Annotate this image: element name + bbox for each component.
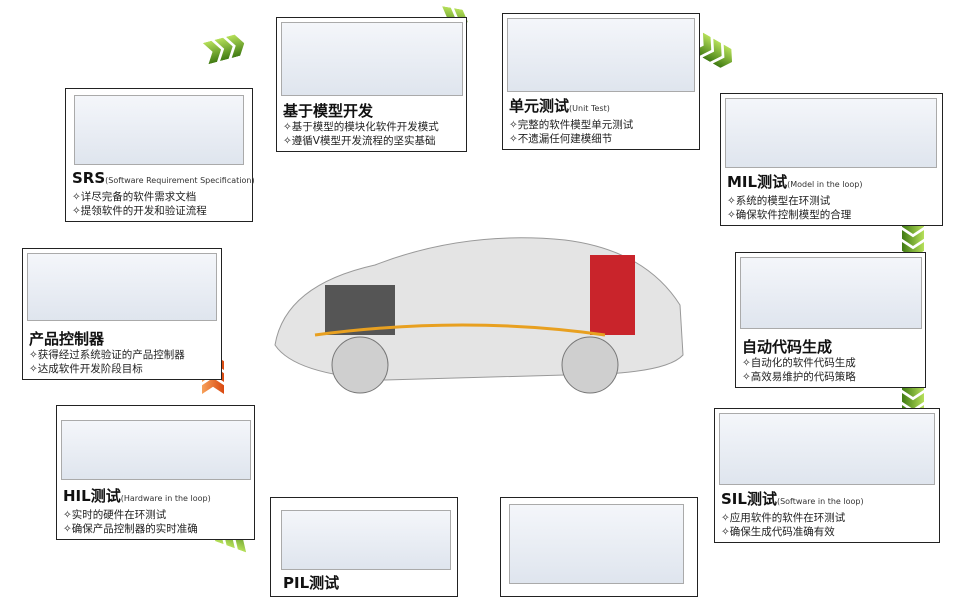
integration-card (500, 497, 698, 597)
card-line: ✧详尽完备的软件需求文档 (72, 191, 197, 203)
card-line: ✧自动化的软件代码生成 (742, 357, 856, 369)
autocode-card: 自动代码生成 ✧自动化的软件代码生成 ✧高效易维护的代码策略 (735, 252, 926, 388)
card-line: ✧高效易维护的代码策略 (742, 371, 856, 383)
card-line: ✧遵循V模型开发流程的坚实基础 (283, 135, 436, 147)
card-title: 单元测试 (509, 97, 570, 115)
controller-image (27, 253, 217, 321)
card-line: ✧确保生成代码准确有效 (721, 526, 835, 538)
hil-image (61, 420, 251, 480)
hil-card: HIL测试(Hardware in the loop) ✧实时的硬件在环测试 ✧… (56, 405, 255, 540)
card-subtitle: (Software in the loop) (776, 497, 864, 506)
card-line: ✧确保产品控制器的实时准确 (63, 523, 198, 535)
card-line: ✧系统的模型在环测试 (727, 195, 831, 207)
card-title: MIL测试 (727, 173, 788, 191)
card-title: SIL测试 (721, 490, 777, 508)
mil-card: MIL测试(Model in the loop) ✧系统的模型在环测试 ✧确保软… (720, 93, 943, 226)
card-title: 产品控制器 (29, 330, 105, 348)
card-title: SRS (72, 169, 106, 187)
card-line: ✧完整的软件模型单元测试 (509, 119, 634, 131)
chevron-arrow-icon (203, 34, 243, 65)
card-line: ✧基于模型的模块化软件开发模式 (283, 121, 439, 133)
sil-card: SIL测试(Software in the loop) ✧应用软件的软件在环测试… (714, 408, 940, 543)
card-title: PIL测试 (283, 574, 340, 592)
srs-image (74, 95, 244, 165)
card-subtitle: (Software Requirement Specification) (105, 176, 255, 185)
product-controller-card: 产品控制器 ✧获得经过系统验证的产品控制器 ✧达成软件开发阶段目标 (22, 248, 222, 380)
card-subtitle: (Model in the loop) (787, 180, 863, 189)
card-line: ✧获得经过系统验证的产品控制器 (29, 349, 185, 361)
card-title: 基于模型开发 (283, 102, 374, 120)
integration-image (509, 504, 684, 584)
sil-image (719, 413, 935, 485)
card-line: ✧不遗漏任何建模细节 (509, 133, 613, 145)
unit-test-card: 单元测试(Unit Test) ✧完整的软件模型单元测试 ✧不遗漏任何建模细节 (502, 13, 700, 150)
pil-image (281, 510, 451, 570)
mil-image (725, 98, 937, 168)
card-title: HIL测试 (63, 487, 121, 505)
pil-card: PIL测试 (270, 497, 458, 597)
mbd-image (281, 22, 463, 96)
card-line: ✧提领软件的开发和验证流程 (72, 205, 207, 217)
card-line: ✧达成软件开发阶段目标 (29, 363, 143, 375)
mbd-card: 基于模型开发 ✧基于模型的模块化软件开发模式 ✧遵循V模型开发流程的坚实基础 (276, 17, 467, 152)
unit-test-image (507, 18, 695, 92)
card-line: ✧实时的硬件在环测试 (63, 509, 167, 521)
card-line: ✧确保软件控制模型的合理 (727, 209, 852, 221)
card-subtitle: (Hardware in the loop) (120, 494, 211, 503)
card-line: ✧应用软件的软件在环测试 (721, 512, 846, 524)
autocode-image (740, 257, 922, 329)
card-title: 自动代码生成 (742, 338, 833, 356)
car-cutaway-image (274, 237, 684, 394)
srs-card: SRS(Software Requirement Specification) … (65, 88, 255, 222)
card-subtitle: (Unit Test) (569, 104, 610, 113)
